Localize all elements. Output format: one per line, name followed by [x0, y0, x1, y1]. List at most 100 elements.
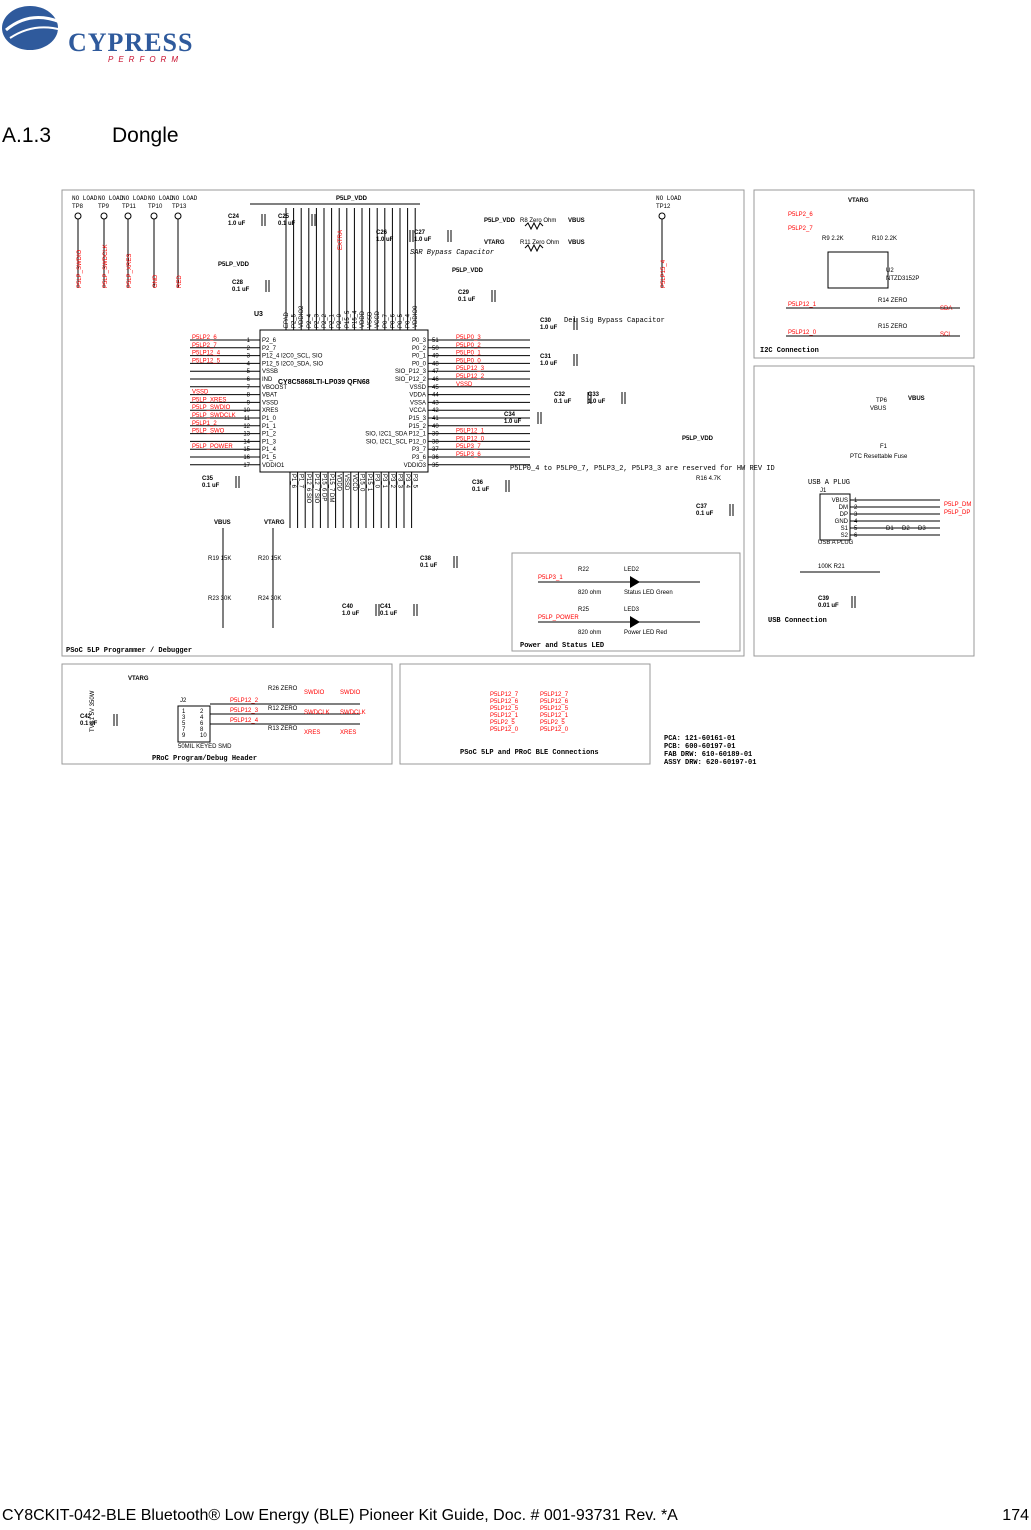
pca-line: PCA: 121-60161-01	[664, 735, 735, 743]
chip-right-pin-name: P3_6	[412, 455, 427, 461]
cap-ref: C33	[588, 392, 600, 398]
chip-bottom-pin-name: P3_3	[396, 474, 402, 489]
cap-ref: C25	[278, 214, 290, 220]
chip-right-pin-number: 37	[432, 447, 439, 453]
chip-right-pin-name: VSSA	[410, 400, 426, 406]
cap-ref: C39	[818, 596, 830, 602]
programmer-title: PSoC 5LP Programmer / Debugger	[66, 647, 192, 655]
chip-right-pin-number: 40	[432, 424, 439, 430]
chip-right-pin-number: 45	[432, 385, 439, 391]
r22-label: R22	[578, 567, 590, 573]
tp-noload: NO LOAD	[656, 195, 682, 202]
j2-out-label: SWDCLK	[304, 710, 330, 716]
chip-top-pin-name: P2_1	[330, 313, 336, 328]
chip-left-pin-name: VSSD	[262, 400, 279, 406]
conn-left: P5LP12_7	[490, 692, 519, 698]
tp6-ref: TP6	[876, 398, 888, 404]
chip-right-pin-number: 49	[432, 354, 439, 360]
chip-left-pin-number: 5	[247, 369, 251, 375]
conn-right: P5LP12_0	[540, 727, 569, 733]
connections-title: PSoC 5LP and PRoC BLE Connections	[460, 749, 599, 757]
i2c-scl: SCL	[940, 332, 952, 338]
del-sig-note: Del Sig Bypass Capacitor	[564, 317, 665, 325]
tp-noload: NO LOAD	[172, 195, 198, 202]
j2-pin-number: 10	[200, 733, 207, 739]
chip-bottom-pin-name: P1_6	[290, 474, 296, 489]
r14-label: R14 ZERO	[878, 298, 908, 304]
pca-line: FAB DRW: 610-60189-01	[664, 751, 752, 759]
cap-ref: C40	[342, 604, 354, 610]
chip-left-pin-number: 11	[244, 416, 251, 422]
chip-left-pin-number: 9	[247, 400, 251, 406]
sar-bypass-note: SAR Bypass Capacitor	[410, 249, 494, 257]
chip-right-net: P5LP0_1	[456, 351, 481, 357]
chip-top-pin-name: P0_6	[390, 313, 396, 328]
conn-left: P5LP12_1	[490, 713, 519, 719]
chip-right-pin-name: P15_2	[409, 424, 427, 430]
i2c-net4: P5LP12_0	[788, 330, 817, 336]
chip-right-net: P5LP3_7	[456, 444, 481, 450]
conn-right: P5LP12_6	[540, 699, 569, 705]
chip-left-net: VSSD	[192, 390, 209, 396]
connections-frame	[399, 663, 651, 765]
d2-ref: D2	[902, 526, 910, 532]
cap-value: 1.0 uF	[588, 399, 606, 405]
usb-pin-name: GND	[835, 519, 849, 525]
j1-ref: J1	[820, 488, 827, 494]
conn-right: P5LP12_5	[540, 706, 569, 712]
j2-out-label: SWDIO	[304, 690, 325, 696]
r8-left-net: P5LP_VDD	[484, 218, 516, 224]
chip-left-net: P5LP_SWO	[192, 429, 225, 435]
chip-left-pin-name: VDDIO1	[262, 463, 285, 469]
cap-value: 1.0 uF	[540, 361, 558, 367]
usb-plug-title: USB A PLUG	[808, 479, 850, 487]
tp-noload: NO LOAD	[98, 195, 124, 202]
chip-top-pin-name: P15_5	[345, 310, 351, 328]
cap-ref: C29	[458, 290, 470, 296]
r19-label: R19 15K	[208, 556, 231, 562]
r11-label: R11 Zero Ohm	[520, 240, 559, 246]
chip-bottom-pin-name: P15_7 DM	[328, 474, 334, 502]
j2-net: P5LP12_3	[230, 708, 259, 714]
cap-value: 0.1 uF	[696, 511, 714, 517]
chip-right-pin-number: 43	[432, 400, 439, 406]
chip-left-pin-number: 13	[243, 432, 250, 438]
chip-right-pin-name: P0_0	[412, 361, 427, 367]
r20-label: R20 15K	[258, 556, 281, 562]
chip-top-pin-name: VDDD	[360, 310, 366, 328]
d3-ref: D3	[918, 526, 926, 532]
j2-net: P5LP12_2	[230, 698, 259, 704]
tp-net: P5LP15_4	[661, 259, 667, 288]
chip-top-pin-name: P2_4	[307, 313, 313, 328]
usb-pin-name: DP	[840, 512, 848, 518]
footer-doc: CY8CKIT-042-BLE Bluetooth® Low Energy (B…	[2, 1507, 678, 1524]
section-title: Dongle	[112, 124, 179, 147]
chip-top-pin-name: P2_5	[292, 313, 298, 328]
r11-right-net: VBUS	[568, 240, 585, 246]
j2-out-net: SWDCLK	[340, 710, 366, 716]
i2c-net3: P5LP12_1	[788, 302, 817, 308]
chip-left-pin-name: P2_6	[262, 338, 277, 344]
tp-net: GND	[153, 274, 159, 288]
cap-value: 1.0 uF	[504, 419, 522, 425]
chip-right-pin-number: 41	[432, 416, 439, 422]
u2-ref: U2	[886, 268, 894, 274]
i2c-frame	[753, 189, 975, 359]
led2-net: P5LP3_1	[538, 575, 563, 581]
chip-bottom-pin-name: VCCD	[351, 474, 357, 492]
chip-right-pin-number: 38	[432, 439, 439, 445]
chip-right-net: P5LP12_3	[456, 366, 485, 372]
i2c-sda: SDA	[940, 306, 952, 312]
j2-pin-number: 6	[200, 721, 204, 727]
cap-value: 1.0 uF	[342, 611, 360, 617]
tp-circle	[74, 212, 82, 220]
chip-left-pin-name: P2_7	[262, 346, 277, 352]
chip-top-pin-name: P0_7	[383, 313, 389, 328]
chip-top-pin-name: P0_4	[406, 313, 412, 328]
j2-pin-number: 4	[200, 715, 204, 721]
chip-right-net: P5LP3_6	[456, 452, 481, 458]
tp-circle	[174, 212, 182, 220]
chip-left-pin-name: P1_1	[262, 424, 277, 430]
vdd-label-left: P5LP_VDD	[218, 262, 250, 268]
